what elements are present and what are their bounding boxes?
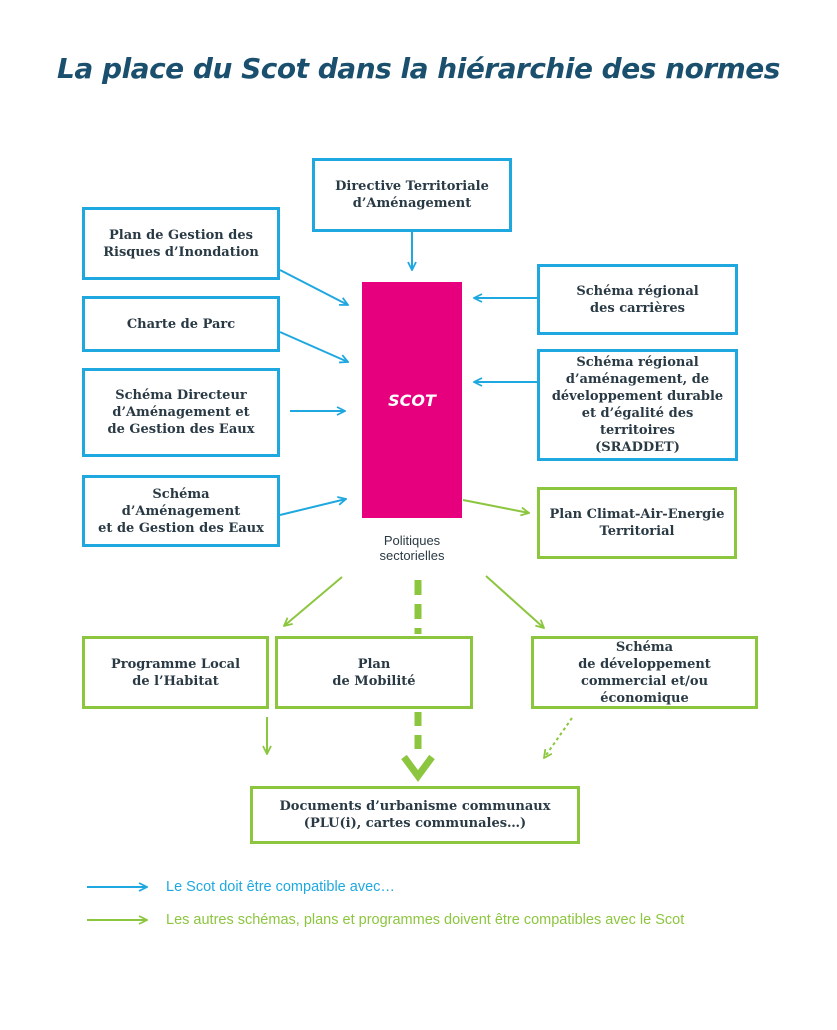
box-plan-mobilite: Plan de Mobilité — [275, 636, 473, 709]
legend-green-text: Les autres schémas, plans et programmes … — [166, 912, 685, 928]
box-sdage: Schéma Directeur d’Aménagement et de Ges… — [82, 368, 280, 457]
arrow-scot-to-schema-commercial — [485, 575, 544, 628]
box-documents-urbanisme: Documents d’urbanisme communaux (PLU(i),… — [250, 786, 580, 844]
box-sage: Schéma d’Aménagement et de Gestion des E… — [82, 475, 280, 547]
arrow-mobilite-to-documents-head — [401, 754, 435, 782]
scot-block: SCOT — [362, 282, 462, 518]
arrow-scot-to-plh — [284, 576, 343, 626]
box-schema-commercial: Schéma de développement commercial et/ou… — [531, 636, 758, 709]
box-sraddet: Schéma régional d’aménagement, de dévelo… — [537, 349, 738, 461]
box-dta: Directive Territoriale d’Aménagement — [312, 158, 512, 232]
box-pcaet: Plan Climat-Air-Energie Territorial — [537, 487, 737, 559]
politiques-sectorielles-label: Politiques sectorielles — [379, 533, 445, 563]
box-pgri: Plan de Gestion des Risques d’Inondation — [82, 207, 280, 280]
arrow-schema-commercial-to-documents — [544, 717, 573, 758]
arrow-scot-to-pcaet — [462, 499, 529, 513]
arrow-sage-to-scot — [279, 499, 346, 516]
box-plh: Programme Local de l’Habitat — [82, 636, 269, 709]
box-schema-carrieres: Schéma régional des carrières — [537, 264, 738, 335]
arrow-pgri-to-scot — [279, 269, 348, 305]
page-title: La place du Scot dans la hiérarchie des … — [57, 52, 780, 85]
arrow-charte-to-scot — [279, 331, 348, 362]
legend-blue-text: Le Scot doit être compatible avec… — [166, 879, 395, 895]
box-charte-parc: Charte de Parc — [82, 296, 280, 352]
scot-label: SCOT — [388, 390, 436, 410]
